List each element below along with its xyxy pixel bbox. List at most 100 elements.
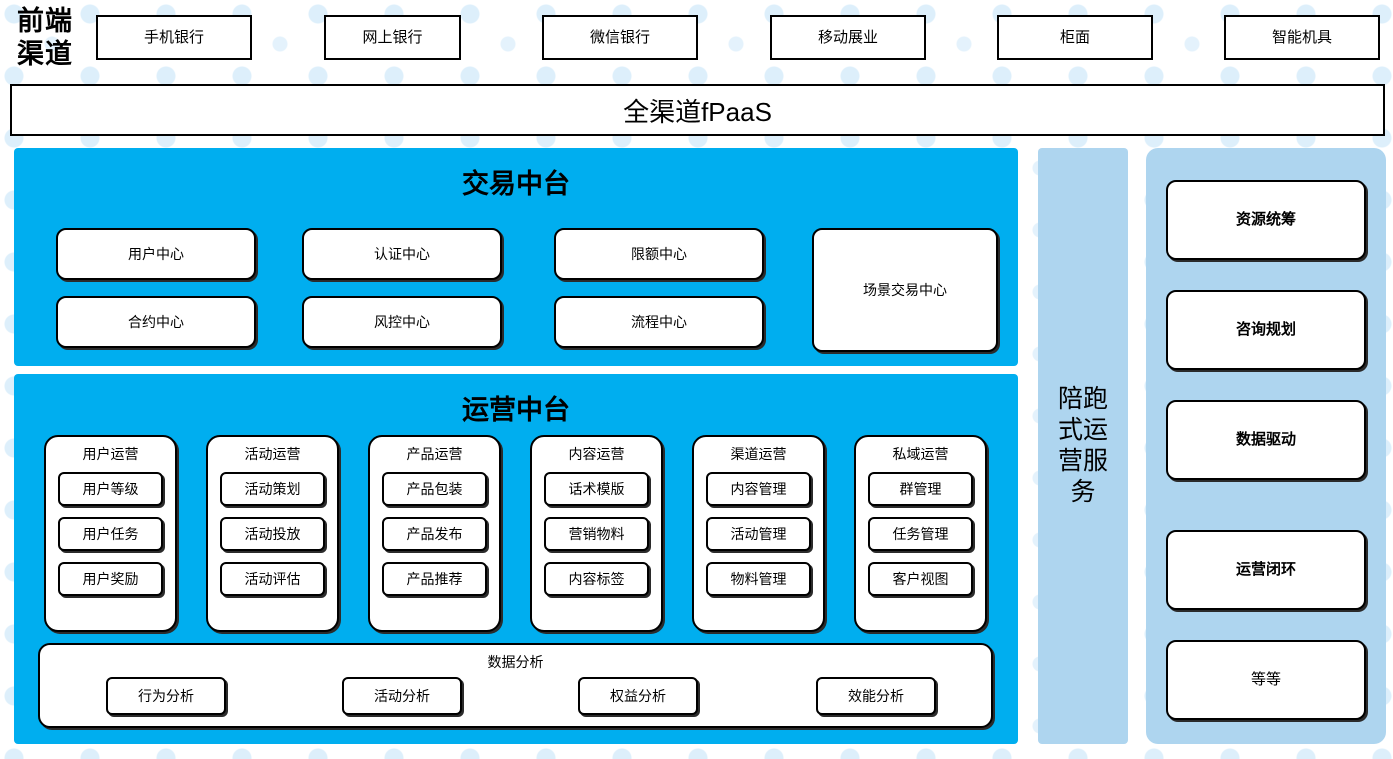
support-item-label: 资源统筹 bbox=[1235, 211, 1296, 229]
trade-center-label: 限额中心 bbox=[631, 245, 687, 262]
data-analysis-item-label: 活动分析 bbox=[374, 687, 430, 704]
ops-group-title: 产品运营 bbox=[406, 446, 463, 462]
ops-item-4-2: 物料管理 bbox=[706, 562, 811, 596]
ops-item-label: 话术模版 bbox=[568, 481, 625, 497]
ops-group-0: 用户运营用户等级用户任务用户奖励 bbox=[44, 435, 177, 632]
ops-group-title: 内容运营 bbox=[568, 446, 625, 462]
channel-label: 移动展业 bbox=[817, 28, 878, 46]
channel-label: 网上银行 bbox=[362, 28, 423, 46]
channel-label: 柜面 bbox=[1059, 28, 1090, 46]
ops-item-label: 任务管理 bbox=[892, 526, 949, 542]
ops-item-2-1: 产品发布 bbox=[382, 517, 487, 551]
ops-item-5-2: 客户视图 bbox=[868, 562, 973, 596]
ops-item-0-1: 用户任务 bbox=[58, 517, 163, 551]
ops-item-label: 产品发布 bbox=[406, 526, 463, 542]
ops-item-label: 活动策划 bbox=[244, 481, 301, 497]
ops-item-3-0: 话术模版 bbox=[544, 472, 649, 506]
data-analysis-item-3: 效能分析 bbox=[816, 677, 936, 715]
trade-platform-title: 交易中台 bbox=[462, 169, 570, 199]
support-capability-panel: 资源统筹咨询规划数据驱动运营闭环等等 bbox=[1146, 148, 1386, 744]
ops-item-3-1: 营销物料 bbox=[544, 517, 649, 551]
data-analysis-panel: 数据分析 行为分析 活动分析 权益分析 效能分析 bbox=[38, 643, 993, 728]
support-item-label: 等等 bbox=[1250, 671, 1281, 689]
ops-group-2: 产品运营产品包装产品发布产品推荐 bbox=[368, 435, 501, 632]
service-panel-label: 陪跑式运营服务 bbox=[1057, 385, 1108, 506]
channel-box-1: 网上银行 bbox=[324, 15, 461, 60]
trade-center-box-0: 用户中心 bbox=[56, 228, 256, 280]
channel-label: 手机银行 bbox=[143, 28, 204, 46]
trade-center-label: 流程中心 bbox=[631, 313, 687, 330]
ops-item-5-1: 任务管理 bbox=[868, 517, 973, 551]
ops-item-label: 活动投放 bbox=[244, 526, 301, 542]
channel-box-0: 手机银行 bbox=[96, 15, 252, 60]
ops-item-label: 用户等级 bbox=[82, 481, 139, 497]
data-analysis-item-2: 权益分析 bbox=[578, 677, 698, 715]
fpaas-label: 全渠道fPaaS bbox=[623, 96, 772, 127]
ops-group-title: 用户运营 bbox=[82, 446, 139, 462]
data-analysis-item-1: 活动分析 bbox=[342, 677, 462, 715]
ops-item-label: 产品推荐 bbox=[406, 571, 463, 587]
trade-middle-platform: 交易中台 用户中心 认证中心 限额中心场景交易中心合约中心 风控中心 流程中心 bbox=[14, 148, 1018, 366]
ops-item-label: 产品包装 bbox=[406, 481, 463, 497]
accompanying-operation-service-panel: 陪跑式运营服务 bbox=[1038, 148, 1128, 744]
support-item-label: 数据驱动 bbox=[1235, 431, 1296, 449]
data-analysis-item-label: 效能分析 bbox=[848, 687, 904, 704]
ops-item-label: 用户奖励 bbox=[82, 571, 139, 587]
data-analysis-item-label: 权益分析 bbox=[610, 687, 666, 704]
ops-item-1-1: 活动投放 bbox=[220, 517, 325, 551]
ops-item-label: 物料管理 bbox=[730, 571, 787, 587]
channel-box-5: 智能机具 bbox=[1224, 15, 1380, 60]
channel-box-3: 移动展业 bbox=[770, 15, 926, 60]
ops-item-label: 群管理 bbox=[899, 481, 942, 497]
trade-center-box-3: 场景交易中心 bbox=[812, 228, 998, 352]
ops-item-label: 营销物料 bbox=[568, 526, 625, 542]
trade-center-box-4: 合约中心 bbox=[56, 296, 256, 348]
ops-platform-title: 运营中台 bbox=[462, 395, 570, 425]
ops-item-label: 活动评估 bbox=[244, 571, 301, 587]
ops-item-5-0: 群管理 bbox=[868, 472, 973, 506]
ops-item-label: 内容标签 bbox=[568, 571, 625, 587]
ops-item-label: 用户任务 bbox=[82, 526, 139, 542]
trade-center-box-2: 限额中心 bbox=[554, 228, 764, 280]
channel-label: 智能机具 bbox=[1271, 28, 1332, 46]
channel-label: 微信银行 bbox=[589, 28, 650, 46]
trade-center-label: 认证中心 bbox=[374, 245, 430, 262]
support-item-2: 数据驱动 bbox=[1166, 400, 1366, 480]
ops-group-5: 私域运营群管理任务管理客户视图 bbox=[854, 435, 987, 632]
trade-center-label: 场景交易中心 bbox=[863, 281, 947, 298]
ops-group-3: 内容运营话术模版营销物料内容标签 bbox=[530, 435, 663, 632]
channel-box-2: 微信银行 bbox=[542, 15, 698, 60]
ops-item-2-2: 产品推荐 bbox=[382, 562, 487, 596]
ops-item-0-0: 用户等级 bbox=[58, 472, 163, 506]
ops-item-1-0: 活动策划 bbox=[220, 472, 325, 506]
trade-center-label: 风控中心 bbox=[374, 313, 430, 330]
data-analysis-title: 数据分析 bbox=[487, 654, 544, 670]
channel-box-4: 柜面 bbox=[997, 15, 1153, 60]
ops-item-2-0: 产品包装 bbox=[382, 472, 487, 506]
ops-group-title: 私域运营 bbox=[892, 446, 949, 462]
ops-group-title: 活动运营 bbox=[244, 446, 301, 462]
trade-center-box-6: 流程中心 bbox=[554, 296, 764, 348]
trade-center-box-5: 风控中心 bbox=[302, 296, 502, 348]
omnichannel-fpaas-bar: 全渠道fPaaS bbox=[10, 84, 1385, 136]
ops-item-4-1: 活动管理 bbox=[706, 517, 811, 551]
trade-center-label: 用户中心 bbox=[128, 245, 184, 262]
ops-item-label: 内容管理 bbox=[730, 481, 787, 497]
support-item-label: 咨询规划 bbox=[1235, 321, 1296, 339]
ops-item-label: 客户视图 bbox=[892, 571, 949, 587]
support-item-4: 等等 bbox=[1166, 640, 1366, 720]
ops-group-4: 渠道运营内容管理活动管理物料管理 bbox=[692, 435, 825, 632]
support-item-3: 运营闭环 bbox=[1166, 530, 1366, 610]
ops-item-label: 活动管理 bbox=[730, 526, 787, 542]
data-analysis-item-label: 行为分析 bbox=[138, 687, 194, 704]
ops-item-1-2: 活动评估 bbox=[220, 562, 325, 596]
trade-center-box-1: 认证中心 bbox=[302, 228, 502, 280]
ops-item-3-2: 内容标签 bbox=[544, 562, 649, 596]
trade-center-label: 合约中心 bbox=[128, 313, 184, 330]
support-item-1: 咨询规划 bbox=[1166, 290, 1366, 370]
ops-item-0-2: 用户奖励 bbox=[58, 562, 163, 596]
data-analysis-item-0: 行为分析 bbox=[106, 677, 226, 715]
support-item-0: 资源统筹 bbox=[1166, 180, 1366, 260]
frontend-channel-label: 前端渠道 bbox=[17, 6, 73, 69]
